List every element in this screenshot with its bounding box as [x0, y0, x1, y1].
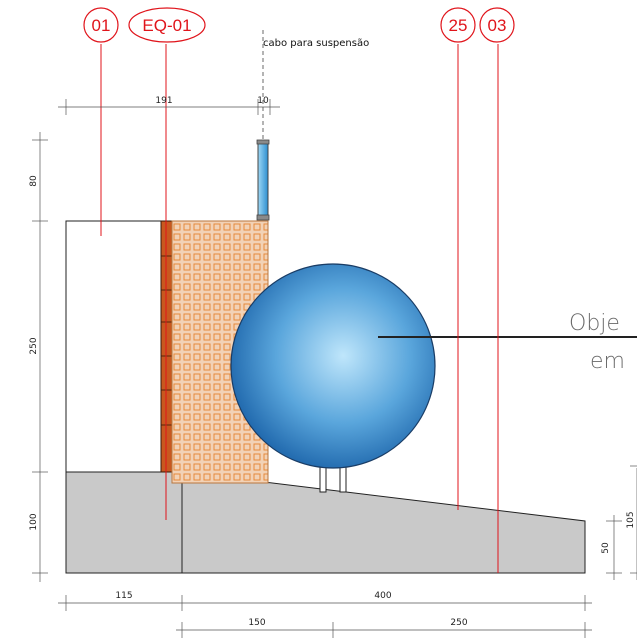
callout-03-label: 03: [488, 16, 507, 35]
dim-left: [32, 132, 48, 582]
callout-25-label: 25: [449, 16, 468, 35]
dim-right: [606, 465, 637, 580]
dim-bottom-115: 115: [115, 591, 132, 601]
dim-right-50: 50: [601, 542, 611, 554]
dim-bottom-400: 400: [374, 591, 391, 601]
dim-left-100: 100: [29, 513, 39, 530]
glass-element: [257, 141, 269, 220]
sphere-support-right: [339, 465, 347, 493]
concrete-slope: [181, 471, 586, 574]
callout-01-label: 01: [92, 16, 111, 35]
callout-eq01: EQ-01: [128, 7, 206, 43]
callout-03: 03: [479, 7, 515, 43]
dim-bottom-250: 250: [450, 618, 467, 628]
callout-25: 25: [440, 7, 476, 43]
dim-left-80: 80: [29, 175, 39, 187]
callout-01: 01: [83, 7, 119, 43]
dim-top-191: 191: [155, 96, 172, 106]
callout-leaders: [100, 44, 499, 573]
dim-bottom-1: [58, 595, 592, 611]
object-label-line2: em: [590, 349, 625, 374]
callout-eq01-label: EQ-01: [142, 16, 191, 35]
white-block: [65, 220, 162, 473]
dim-right-105: 105: [626, 511, 636, 528]
dim-bottom-2: [176, 622, 592, 638]
dim-top-10: 10: [257, 96, 269, 106]
cable-note: cabo para suspensão: [263, 38, 369, 49]
dim-bottom-150: 150: [248, 618, 265, 628]
dim-left-250: 250: [29, 337, 39, 354]
sphere-support-left: [319, 465, 327, 493]
dim-top: [58, 99, 280, 115]
object-label-line1: Obje: [569, 311, 620, 336]
glass-bottom-cap: [256, 214, 270, 221]
sphere-object: [230, 263, 436, 469]
glass-top-cap: [256, 139, 270, 145]
concrete-block: [65, 471, 183, 574]
